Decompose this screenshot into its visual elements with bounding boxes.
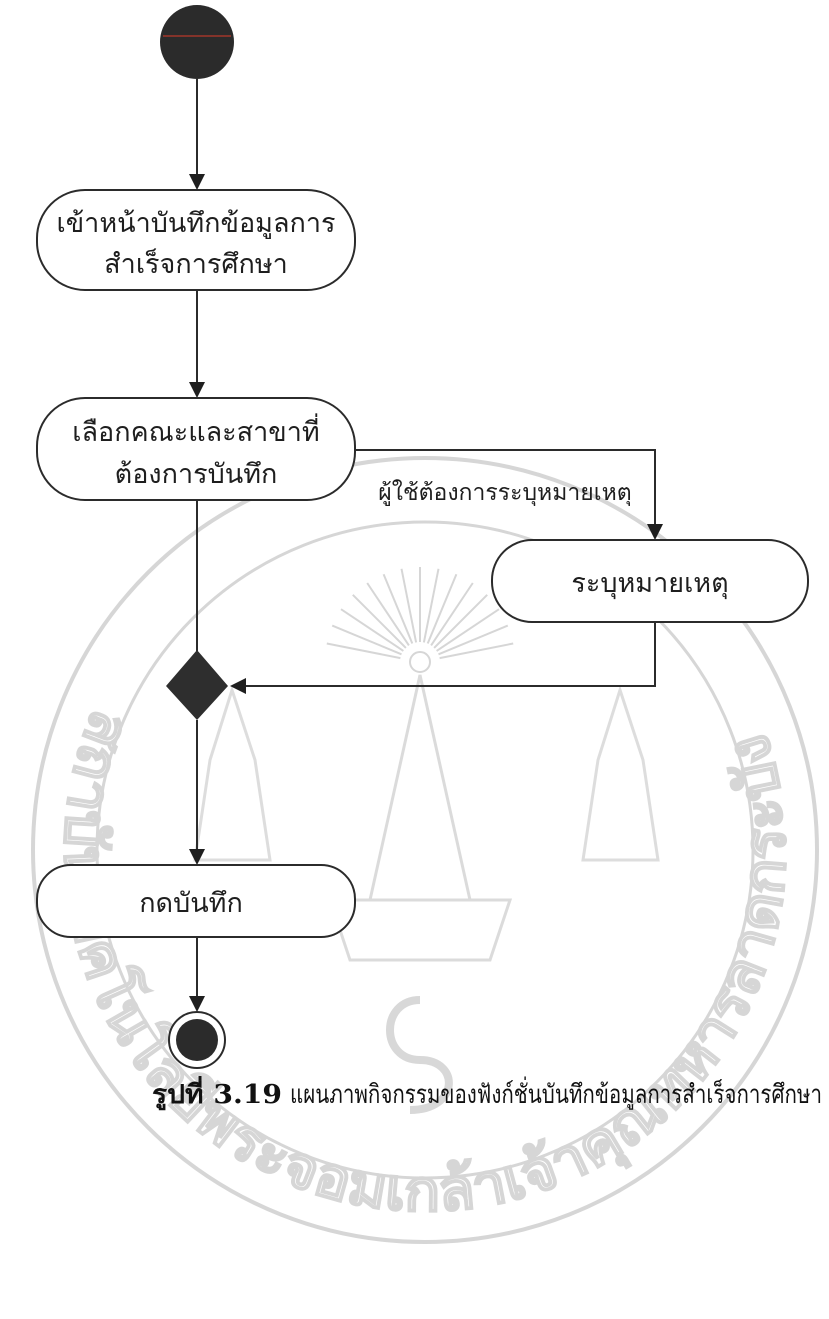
seal-right-tower — [581, 685, 660, 862]
figure-caption: รูปที่ 3.19 แผนภาพกิจกรรมของฟังก์ชั่นบัน… — [152, 1075, 822, 1111]
activity-enter-page: เข้าหน้าบันทึกข้อมูลการ สำเร็จการศึกษา — [36, 189, 356, 291]
edge-note-to-merge — [244, 622, 656, 687]
seal-ray — [426, 573, 458, 644]
end-node-core — [176, 1019, 218, 1061]
arrowhead — [189, 174, 205, 190]
activity-label: ระบุหมายเหตุ — [571, 568, 728, 600]
seal-ray — [400, 568, 418, 643]
activity-label-line1: เลือกคณะและสาขาที่ — [72, 413, 319, 448]
seal-central-spire — [368, 674, 472, 902]
activity-box — [491, 539, 809, 623]
seal-ray — [436, 608, 500, 652]
seal-ray — [439, 642, 514, 660]
activity-label-line2: สำเร็จการศึกษา — [104, 246, 288, 280]
seal-left-tower — [193, 685, 272, 862]
seal-ray — [438, 624, 509, 656]
arrowhead — [189, 996, 205, 1012]
activity-select-faculty: เลือกคณะและสาขาที่ ต้องการบันทึก — [36, 397, 356, 501]
seal-ray — [382, 573, 414, 644]
activity-label-line2: ต้องการบันทึก — [115, 459, 278, 490]
seal-sun — [409, 651, 431, 673]
seal-outer-ring — [31, 456, 819, 1244]
arrowhead — [230, 678, 246, 694]
end-node — [168, 1011, 226, 1069]
seal-ray — [430, 582, 474, 646]
activity-enter-note: ระบุหมายเหตุ — [491, 539, 809, 623]
arrowhead — [647, 524, 663, 540]
seal-ray — [326, 642, 401, 660]
seal-ray — [352, 594, 407, 649]
seal-spire-base — [327, 898, 513, 962]
arrowhead — [189, 849, 205, 865]
merge-node — [166, 650, 228, 720]
activity-label-line1: เข้าหน้าบันทึกข้อมูลการ — [56, 208, 335, 239]
seal-rays — [326, 567, 514, 660]
activity-label: กดบันทึก — [139, 888, 243, 919]
start-node — [160, 5, 234, 79]
seal-ray — [433, 594, 488, 649]
seal-lettering: สถาบันเทคโนโลยีพระจอมเกล้าเจ้าคุณทหารลาด… — [50, 702, 799, 1225]
seal-ray — [340, 608, 404, 652]
edge-select-to-note — [355, 449, 656, 526]
seal-lettering-path: สถาบันเทคโนโลยีพระจอมเกล้าเจ้าคุณทหารลาด… — [49, 701, 800, 1226]
caption-text: แผนภาพกิจกรรมของฟังก์ชั่นบันทึกข้อมูลการ… — [290, 1076, 822, 1110]
caption-number: รูปที่ 3.19 — [152, 1075, 282, 1111]
activity-press-save: กดบันทึก — [36, 864, 356, 938]
seal-ray — [366, 582, 410, 646]
seal-inner-ring — [95, 520, 755, 1180]
arrowhead — [189, 382, 205, 398]
seal-emblem-numeral — [386, 996, 453, 1114]
seal-ray — [422, 568, 440, 643]
guard-label: ผู้ใช้ต้องการระบุหมายเหตุ — [378, 479, 631, 506]
seal-ray — [331, 624, 402, 656]
